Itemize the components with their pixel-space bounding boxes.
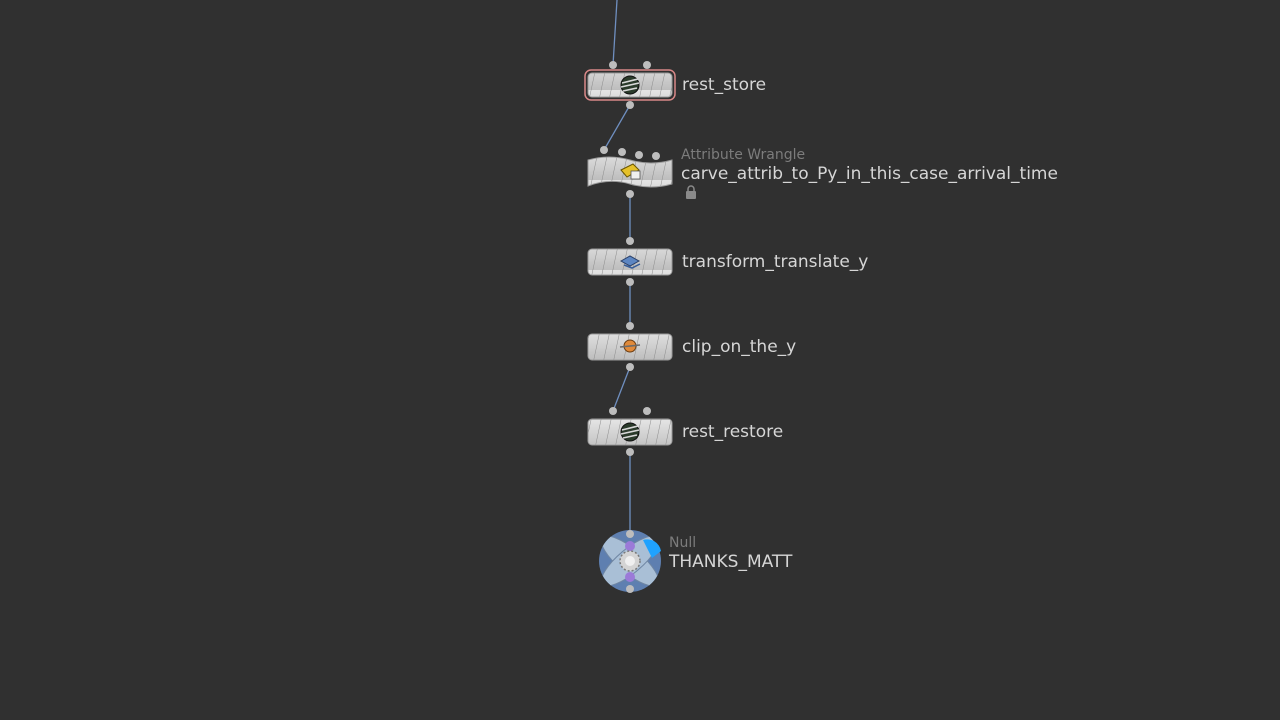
node-name-rest-store[interactable]: rest_store xyxy=(682,75,767,95)
node-clip-on-the-y[interactable] xyxy=(587,322,673,371)
node-name-clip[interactable]: clip_on_the_y xyxy=(682,337,797,357)
input-connector[interactable] xyxy=(609,407,617,415)
input-connector[interactable] xyxy=(609,61,617,69)
output-connector[interactable] xyxy=(626,278,634,286)
node-rest-store[interactable] xyxy=(584,61,676,109)
clip-icon xyxy=(619,339,641,353)
output-connector[interactable] xyxy=(626,585,634,593)
lock-icon[interactable] xyxy=(685,185,697,199)
node-selection-outline xyxy=(584,69,676,101)
wire-group xyxy=(603,0,631,534)
transform-icon xyxy=(619,255,641,269)
node-type-label: Null xyxy=(669,535,697,551)
node-rest-restore[interactable] xyxy=(587,407,673,456)
input-connector[interactable] xyxy=(635,151,643,159)
node-name-wrangle[interactable]: carve_attrib_to_Py_in_this_case_arrival_… xyxy=(681,164,1058,184)
node-name-null[interactable]: THANKS_MATT xyxy=(669,552,793,572)
input-connector[interactable] xyxy=(626,322,634,330)
node-transform-translate-y[interactable] xyxy=(587,237,673,286)
wire-clip-to-rest-restore[interactable] xyxy=(612,366,631,412)
display-flag-icon[interactable] xyxy=(643,539,661,558)
input-connector[interactable] xyxy=(600,146,608,154)
wrangle-icon xyxy=(620,163,641,180)
stripes-sphere-icon xyxy=(620,422,640,442)
wire-rest-store-to-wrangle[interactable] xyxy=(603,104,631,151)
input-connector[interactable] xyxy=(652,152,660,160)
input-connector[interactable] xyxy=(626,237,634,245)
wire-input-to-rest-store[interactable] xyxy=(612,0,618,66)
node-name-transform[interactable]: transform_translate_y xyxy=(682,252,869,272)
input-connector[interactable] xyxy=(626,530,634,538)
output-connector[interactable] xyxy=(626,101,634,109)
output-connector[interactable] xyxy=(626,363,634,371)
node-null-thanks-matt[interactable] xyxy=(595,529,666,594)
node-type-label: Attribute Wrangle xyxy=(681,147,806,163)
input-connector[interactable] xyxy=(643,61,651,69)
input-connector[interactable] xyxy=(618,148,626,156)
input-connector[interactable] xyxy=(643,407,651,415)
stripes-sphere-icon xyxy=(620,75,640,95)
output-connector[interactable] xyxy=(626,448,634,456)
node-name-rest-restore[interactable]: rest_restore xyxy=(682,422,784,442)
node-attribute-wrangle[interactable] xyxy=(587,146,673,198)
output-connector[interactable] xyxy=(626,190,634,198)
